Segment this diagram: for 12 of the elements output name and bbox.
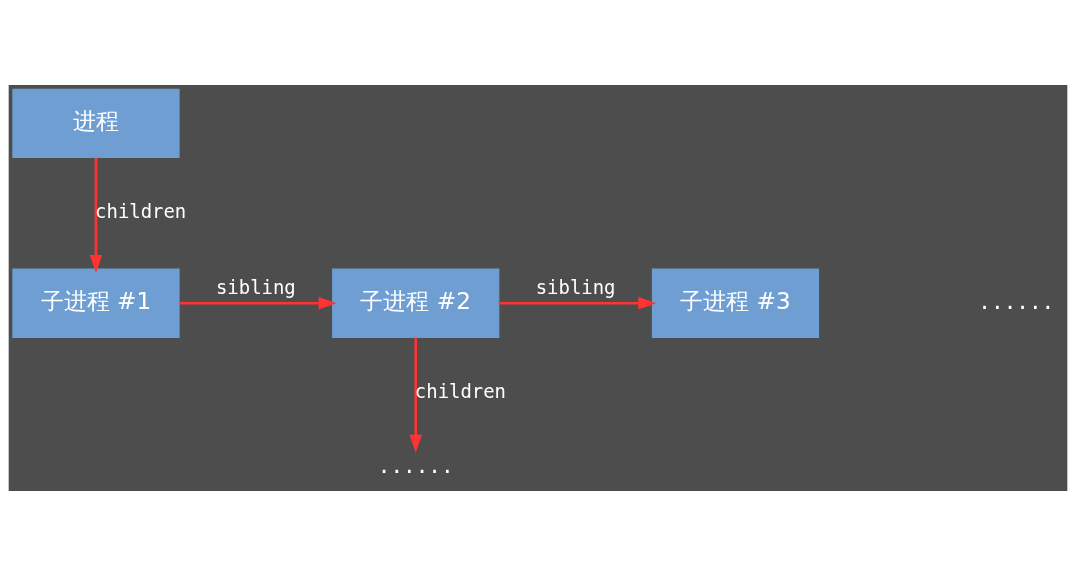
arrow <box>179 296 337 310</box>
arrow <box>409 337 422 453</box>
node-box: 子进程 #1 <box>12 268 180 338</box>
node-box: 子进程 #2 <box>332 268 500 338</box>
edge-label: sibling <box>215 275 296 298</box>
node-box: 进程 <box>12 88 180 158</box>
node-box: 子进程 #3 <box>651 268 820 338</box>
arrow <box>89 157 103 273</box>
node-text: ...... <box>377 452 454 478</box>
edge-label: sibling <box>535 275 616 298</box>
arrow <box>498 296 657 310</box>
label: ...... <box>978 288 1055 314</box>
